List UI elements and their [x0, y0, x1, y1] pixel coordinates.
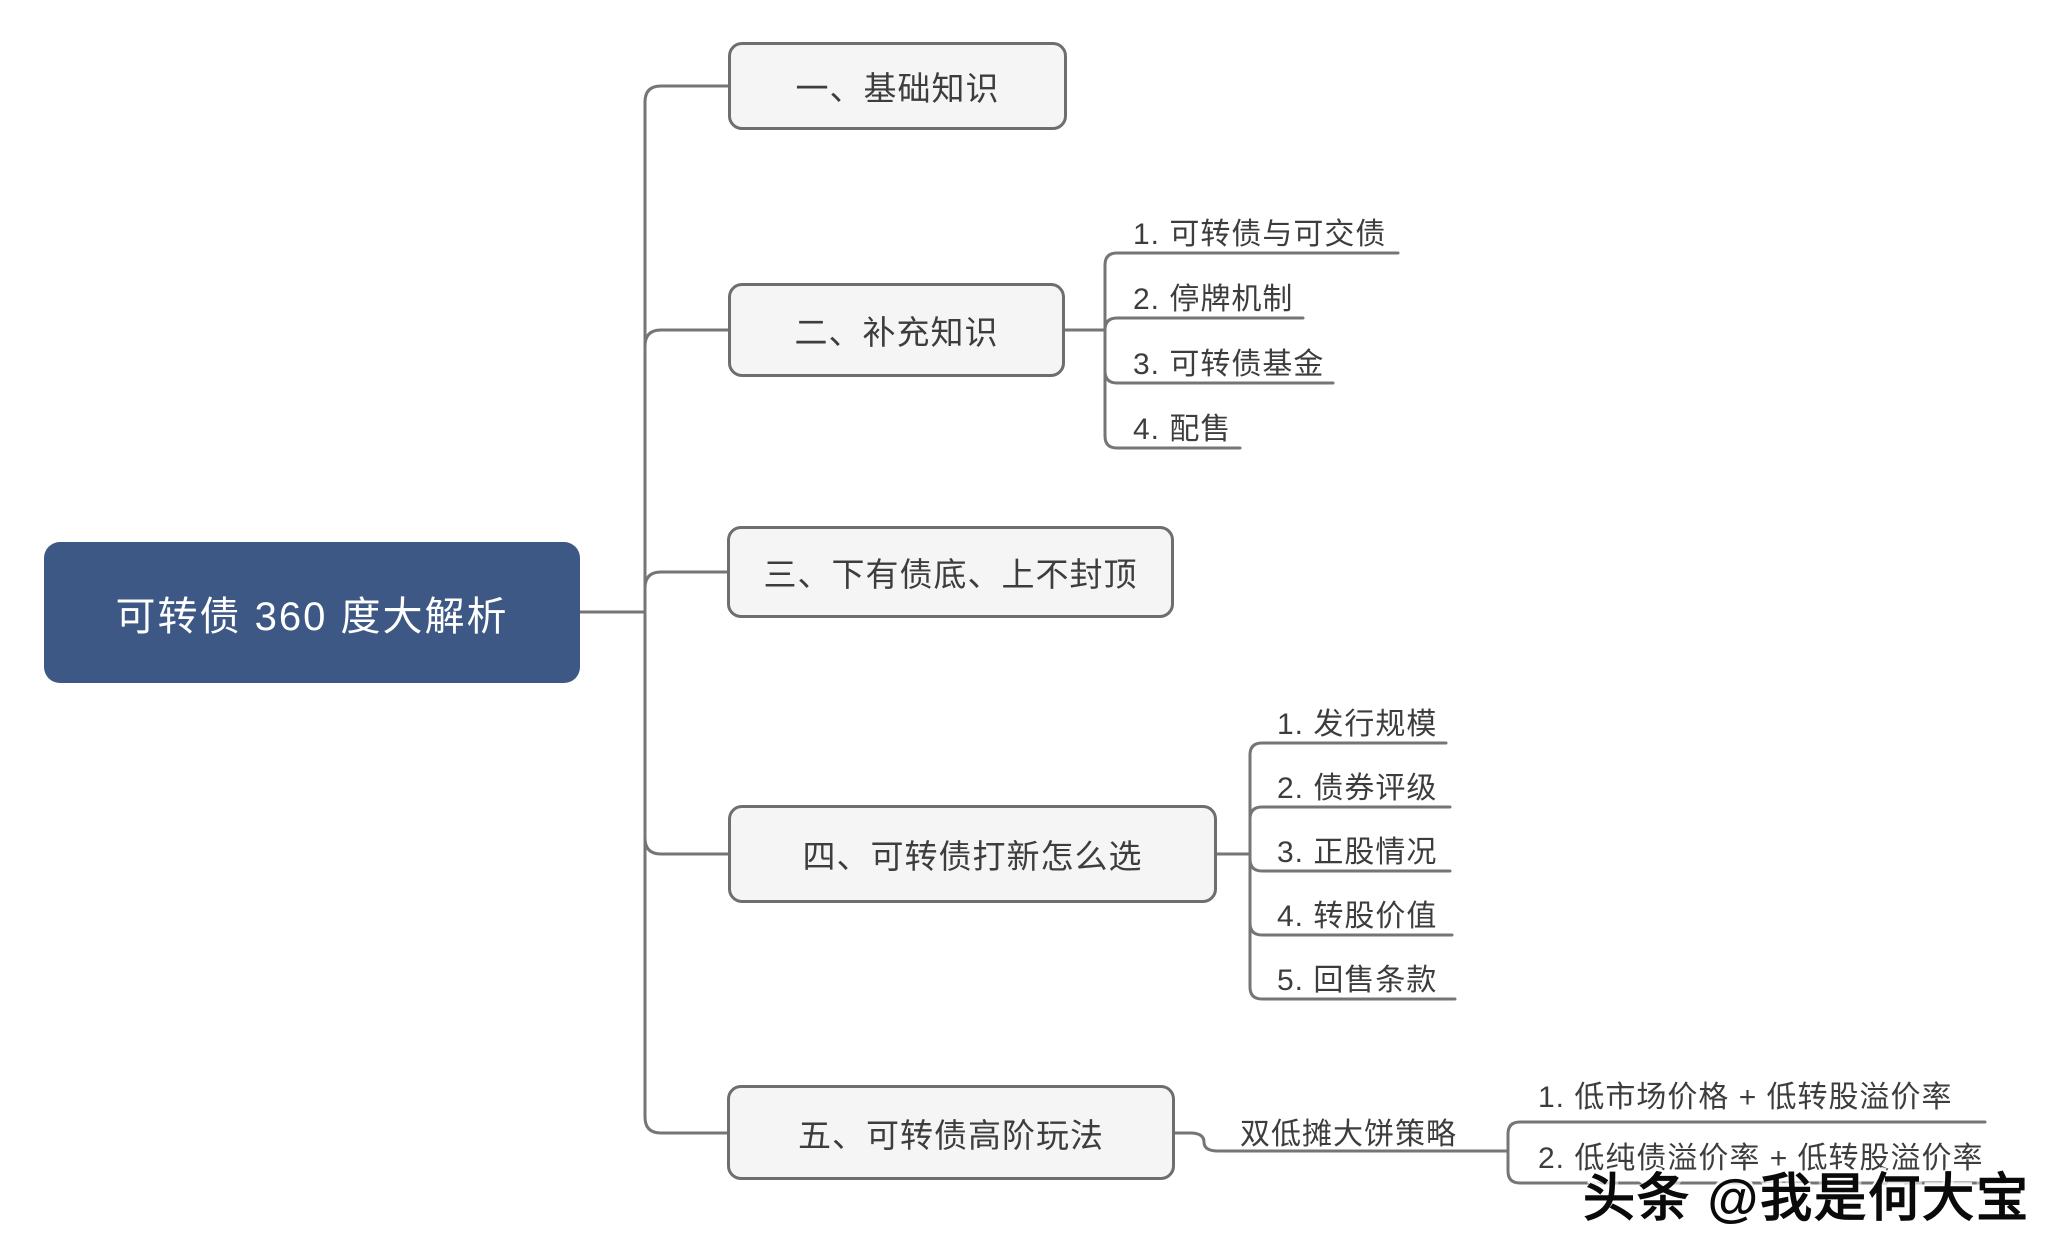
watermark: 头条 @我是何大宝 — [1583, 1170, 2031, 1228]
branch-node-1-label: 一、基础知识 — [795, 70, 1000, 107]
subtopic-b2-4[interactable]: 4. 配售 — [1133, 413, 1232, 446]
connector-spine — [643, 84, 730, 1135]
connector-b4-c3-underline — [1248, 857, 1452, 873]
root-node-label: 可转债 360 度大解析 — [115, 594, 509, 639]
branch-node-5[interactable]: 五、可转债高阶玩法 — [727, 1085, 1175, 1180]
connector-branch-4 — [643, 836, 730, 856]
connector-b4-c4-underline — [1248, 921, 1454, 937]
branch-node-4[interactable]: 四、可转债打新怎么选 — [728, 805, 1217, 903]
connector-b2-c3-underline — [1103, 369, 1335, 385]
connector-b4-c2-underline — [1248, 805, 1452, 821]
subtopic-b4-4[interactable]: 4. 转股价值 — [1277, 900, 1438, 933]
connector-b5-grandchild-spine — [1506, 1120, 2007, 1185]
subtopic-b4-5[interactable]: 5. 回售条款 — [1277, 964, 1438, 997]
branch-node-2-label: 二、补充知识 — [794, 314, 999, 351]
branch-node-2[interactable]: 二、补充知识 — [728, 283, 1065, 377]
subtopic-b4-1[interactable]: 1. 发行规模 — [1277, 708, 1438, 741]
connector-branch-2 — [643, 328, 730, 348]
subtopic-b2-3[interactable]: 3. 可转债基金 — [1133, 348, 1325, 381]
branch-node-3[interactable]: 三、下有债底、上不封顶 — [727, 526, 1174, 618]
subtopic-b5-strategy[interactable]: 双低摊大饼策略 — [1240, 1118, 1457, 1151]
branch-node-4-label: 四、可转债打新怎么选 — [802, 838, 1143, 875]
connector-b2-spine — [1103, 251, 1400, 450]
connector-b4-spine — [1248, 741, 1457, 1001]
branch-node-3-label: 三、下有债底、上不封顶 — [763, 556, 1138, 593]
connector-b2-c2-underline — [1103, 316, 1305, 332]
subtopic-b5-strategy-1[interactable]: 1. 低市场价格 + 低转股溢价率 — [1538, 1081, 1953, 1114]
root-node[interactable]: 可转债 360 度大解析 — [44, 542, 580, 683]
branch-node-1[interactable]: 一、基础知识 — [728, 42, 1067, 130]
subtopic-b2-2[interactable]: 2. 停牌机制 — [1133, 283, 1294, 316]
connector-b5-child-underline — [1170, 1131, 1510, 1153]
subtopic-b5-strategy-2[interactable]: 2. 低纯债溢价率 + 低转股溢价率 — [1538, 1142, 1984, 1175]
subtopic-b2-1[interactable]: 1. 可转债与可交债 — [1133, 218, 1387, 251]
connector-branch-3 — [643, 570, 729, 590]
branch-node-5-label: 五、可转债高阶玩法 — [798, 1116, 1104, 1154]
subtopic-b4-3[interactable]: 3. 正股情况 — [1277, 836, 1438, 869]
subtopic-b4-2[interactable]: 2. 债券评级 — [1277, 772, 1438, 805]
